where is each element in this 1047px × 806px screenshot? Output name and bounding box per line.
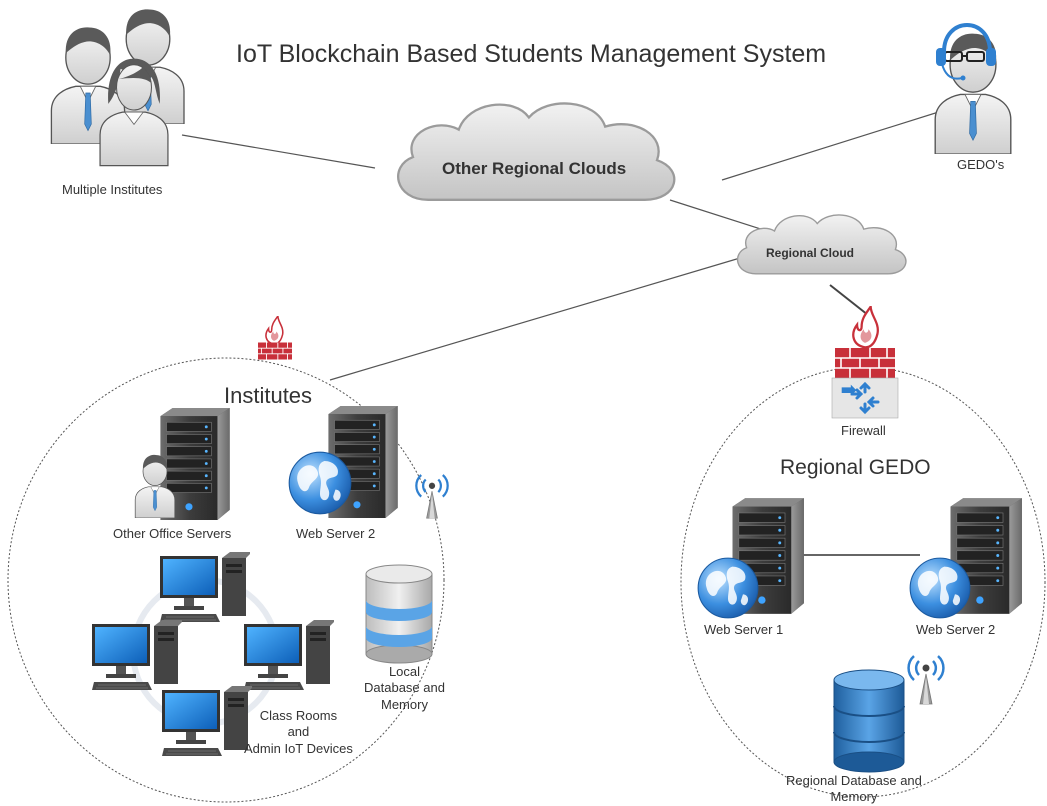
- connection-lines: [181, 109, 946, 556]
- regional-gedo-title: Regional GEDO: [780, 456, 931, 479]
- regional-cloud-label: Regional Cloud: [766, 246, 854, 260]
- link-regional-to-institutes: [329, 257, 741, 381]
- regional-database-label: Regional Database and Memory: [786, 773, 922, 805]
- wifi-antenna-icon: [907, 654, 945, 706]
- wifi-antenna-icon: [415, 473, 449, 520]
- firewall-label: Firewall: [841, 423, 886, 438]
- link-gedo-to-clouds: [721, 109, 946, 181]
- headset-person-icon: [934, 23, 1012, 154]
- institutes-firewall-icon: [258, 316, 292, 361]
- class-rooms-label: Class Rooms and Admin IoT Devices: [244, 708, 353, 756]
- institutes-web-server-label: Web Server 2: [296, 526, 376, 541]
- globe-icon: [288, 451, 352, 515]
- gedo-label: GEDO's: [957, 157, 1005, 172]
- database-icon: [833, 669, 905, 773]
- regional-cloud-icon: [736, 214, 907, 275]
- other-regional-clouds-icon: [396, 102, 676, 202]
- local-database-label: Local Database and Memory: [364, 664, 445, 712]
- globe-icon: [697, 557, 759, 619]
- desktop-computer-icon: [162, 686, 252, 757]
- desktop-computer-icon: [244, 620, 334, 691]
- institutes-title: Institutes: [224, 383, 313, 408]
- person-group-icon: [50, 8, 185, 167]
- other-regional-clouds-label: Other Regional Clouds: [442, 159, 627, 178]
- other-office-servers-label: Other Office Servers: [113, 526, 232, 541]
- institutes-zone-boundary: [7, 357, 445, 803]
- globe-icon: [909, 557, 971, 619]
- desktop-computer-icon: [160, 552, 250, 623]
- firewall-icon: [831, 306, 899, 419]
- page-title: IoT Blockchain Based Students Management…: [236, 40, 827, 68]
- web-server-2-label: Web Server 2: [916, 622, 996, 637]
- link-regional-to-firewall: [829, 284, 869, 316]
- multiple-institutes-label: Multiple Institutes: [62, 182, 163, 197]
- web-server-1-label: Web Server 1: [704, 622, 784, 637]
- link-clouds-to-regional: [669, 199, 771, 233]
- link-institutes-to-clouds: [181, 134, 376, 169]
- database-icon: [365, 564, 433, 664]
